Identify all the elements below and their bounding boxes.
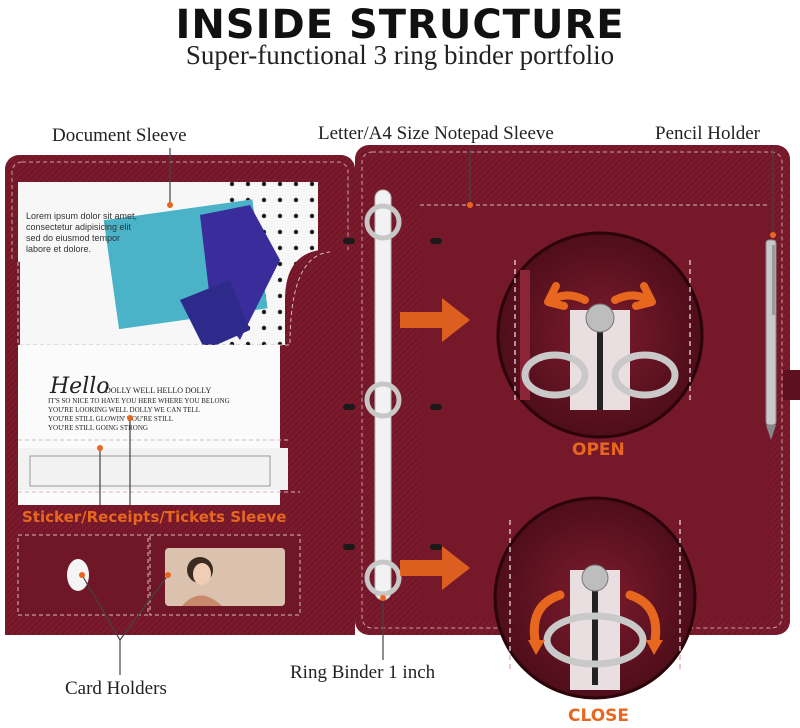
letter-line-4: YOU'RE STILL GLOWIN' YOU'RE STILL: [48, 415, 173, 423]
label-document-sleeve: Document Sleeve: [52, 125, 187, 146]
letter-line-5: YOU'RE STILL GOING STRONG: [48, 424, 148, 432]
page-title: INSIDE STRUCTURE: [175, 2, 625, 48]
label-open: OPEN: [572, 440, 625, 460]
label-notepad-sleeve: Letter/A4 Size Notepad Sleeve: [318, 123, 554, 144]
arrow-right-icon: [400, 298, 470, 342]
letter-line-1: DOLLY WELL HELLO DOLLY: [105, 386, 212, 395]
lorem-line-2: consectetur adipisicing elit: [26, 222, 132, 232]
label-card-holders: Card Holders: [65, 678, 167, 699]
ring-binder: [343, 189, 442, 601]
page-subtitle: Super-functional 3 ring binder portfolio: [185, 40, 615, 70]
zoom-open: [496, 231, 704, 439]
callout-lines: [81, 148, 774, 675]
letter-hello: Hello: [49, 374, 110, 399]
lorem-line-1: Lorem ipsum dolor sit amet,: [26, 211, 137, 221]
letter-line-2: IT'S SO NICE TO HAVE YOU HERE WHERE YOU …: [48, 397, 230, 405]
label-close: CLOSE: [568, 706, 630, 726]
card-holder-right: [149, 534, 301, 616]
pencil: [765, 239, 800, 440]
label-sticker-sleeve: Sticker/Receipts/Tickets Sleeve: [22, 508, 287, 526]
receipt-paper: [18, 448, 288, 490]
zoom-close: [493, 496, 697, 700]
callout-dots: [79, 202, 776, 601]
label-ring-binder: Ring Binder 1 inch: [290, 662, 436, 683]
letter-line-3: YOU'RE LOOKING WELL DOLLY WE CAN TELL: [48, 406, 200, 414]
lorem-line-3: sed do eiusmod tempor: [26, 233, 120, 243]
arrow-right-icon: [400, 546, 470, 590]
label-pencil-holder: Pencil Holder: [655, 123, 761, 144]
lorem-line-4: labore et dolore.: [26, 244, 91, 254]
